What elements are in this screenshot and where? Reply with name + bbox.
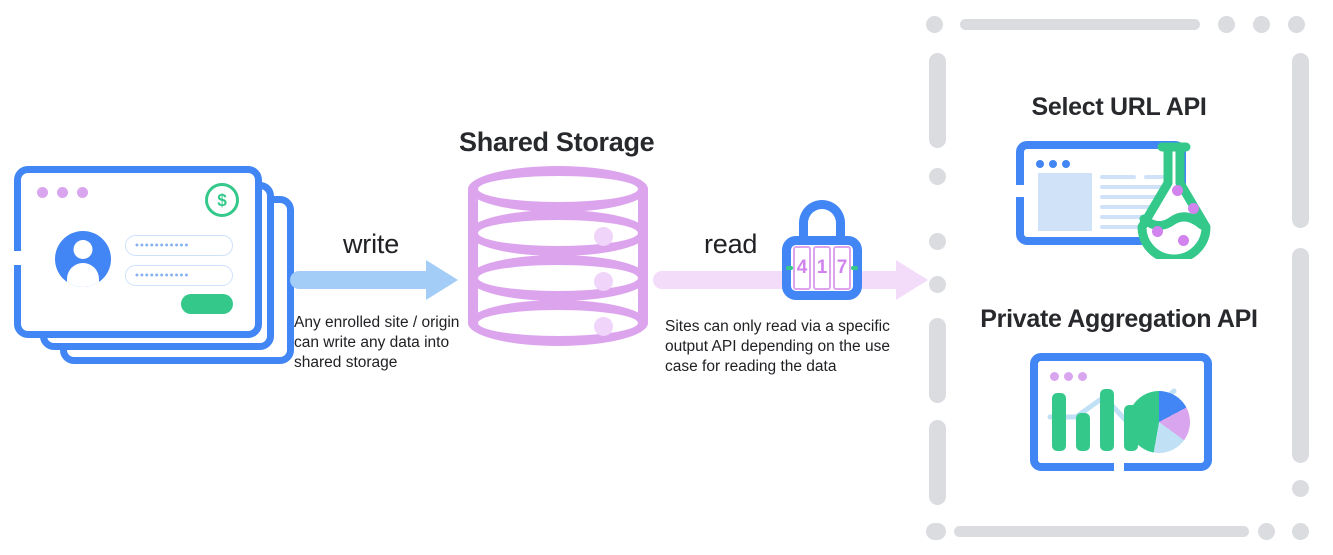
cylinder-side-right: [638, 188, 648, 324]
write-label: write: [343, 229, 400, 259]
read-arrow-body: [653, 271, 903, 289]
write-arrow-body: [290, 271, 436, 289]
shared-storage-title: Shared Storage: [459, 127, 655, 157]
bar-chart-bar: [1100, 389, 1114, 451]
panel-border-dash: [954, 526, 1249, 537]
lock-dial-3: 7: [833, 246, 851, 290]
frame-notch: [1016, 185, 1024, 197]
lock-shackle: [799, 200, 845, 246]
flask-particle: [1172, 185, 1183, 196]
write-arrow: [290, 260, 458, 300]
panel-border-dash: [1292, 53, 1309, 228]
panel-border-dot: [929, 276, 946, 293]
site-window-front: $ ••••••••••• •••••••••••: [14, 166, 262, 338]
window-dot-icon: [1049, 160, 1057, 168]
avatar-head: [73, 240, 93, 259]
window-dot-icon: [57, 187, 68, 198]
svg-text:$: $: [217, 190, 227, 210]
enrolled-sites-stack: $ ••••••••••• •••••••••••: [14, 166, 294, 366]
panel-border-dot: [926, 523, 943, 540]
window-dot-icon: [1036, 160, 1044, 168]
content-text-line: [1100, 215, 1178, 219]
lock-tick-right: [851, 266, 858, 270]
content-text-line: [1100, 185, 1178, 189]
frame-notch: [1114, 463, 1124, 471]
window-controls-dots: [37, 187, 88, 198]
write-arrow-head: [426, 260, 458, 300]
read-label: read: [704, 229, 758, 259]
lock-dials: 4 1 7: [791, 245, 853, 291]
window-dot-icon: [77, 187, 88, 198]
window-dot-icon: [1078, 372, 1087, 381]
read-arrow-head: [896, 260, 928, 300]
cylinder-ring-2: [468, 255, 648, 301]
window-dot-icon: [37, 187, 48, 198]
panel-border-dot: [1292, 523, 1309, 540]
lock-dial-1: 4: [793, 246, 811, 290]
storage-data-dot: [594, 227, 613, 246]
output-api-panel: Select URL API: [918, 8, 1320, 548]
cylinder-ring-top: [468, 166, 648, 212]
lock-dial-2: 1: [813, 246, 831, 290]
flask-particle: [1152, 226, 1163, 237]
read-caption: Sites can only read via a specific outpu…: [665, 318, 890, 375]
dollar-sign-icon: $: [205, 183, 239, 217]
flask-particle: [1178, 235, 1189, 246]
content-thumbnail: [1038, 173, 1092, 231]
content-text-line: [1100, 195, 1178, 199]
bar-chart-bar: [1052, 393, 1066, 451]
combination-lock-icon: 4 1 7: [782, 200, 862, 300]
bar-chart-bar: [1076, 413, 1090, 451]
submit-button[interactable]: [181, 294, 233, 314]
panel-border-dot: [929, 233, 946, 250]
window-dot-icon: [1062, 160, 1070, 168]
panel-border-dash: [929, 53, 946, 148]
pie-chart: [1128, 391, 1190, 453]
panel-border-dash: [1292, 248, 1309, 463]
panel-border-dot: [1258, 523, 1275, 540]
storage-data-dot: [594, 317, 613, 336]
cylinder-ring-1: [468, 210, 648, 256]
private-aggregation-api-title: Private Aggregation API: [980, 305, 1258, 333]
private-aggregation-api-icon: [1030, 353, 1212, 475]
panel-border-dash: [960, 19, 1200, 30]
panel-border-dot: [1253, 16, 1270, 33]
content-text-line: [1100, 175, 1136, 179]
avatar-body: [67, 263, 99, 287]
password-field-value: •••••••••••: [135, 269, 190, 281]
write-caption: Any enrolled site / origin can write any…: [294, 314, 460, 371]
dashboard-window: [1030, 353, 1212, 471]
panel-border-dash: [929, 318, 946, 403]
cylinder-ring-3: [468, 300, 648, 346]
flask-icon: [1122, 141, 1226, 264]
storage-data-dot: [594, 272, 613, 291]
username-field-value: •••••••••••: [135, 239, 190, 251]
window-dot-icon: [1064, 372, 1073, 381]
username-field[interactable]: •••••••••••: [125, 235, 233, 256]
flask-particle: [1188, 203, 1199, 214]
content-text-line: [1100, 205, 1178, 209]
panel-border-dot: [926, 16, 943, 33]
shared-storage-cylinder: [468, 166, 648, 346]
panel-border-dot: [929, 168, 946, 185]
select-url-api-icon: [1016, 141, 1226, 264]
lock-tick-left: [786, 266, 793, 270]
panel-border-dash: [929, 420, 946, 505]
panel-border-dot: [1292, 480, 1309, 497]
avatar: [55, 231, 111, 287]
panel-border-dot: [1218, 16, 1235, 33]
window-dot-icon: [1050, 372, 1059, 381]
panel-border-dot: [1288, 16, 1305, 33]
window-notch: [14, 251, 21, 265]
password-field[interactable]: •••••••••••: [125, 265, 233, 286]
select-url-api-title: Select URL API: [1031, 93, 1207, 121]
content-text-line: [1144, 175, 1178, 179]
cylinder-side-left: [468, 188, 478, 324]
